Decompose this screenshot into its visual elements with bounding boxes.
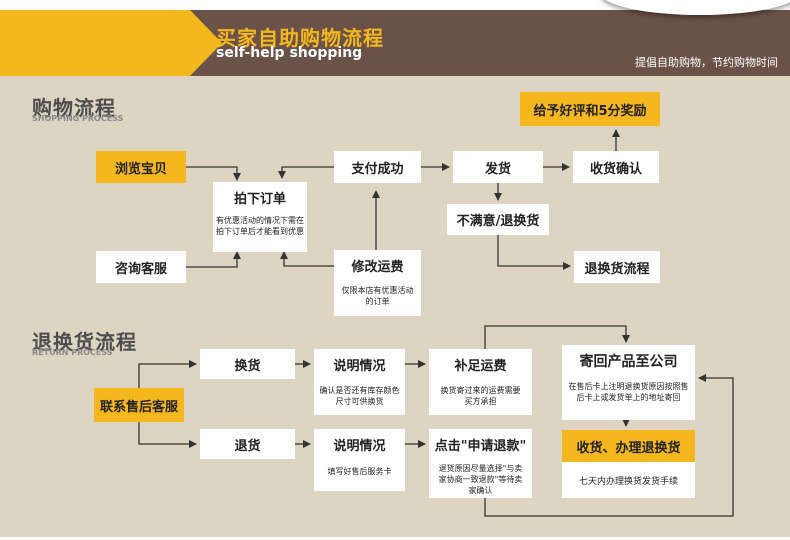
receive-process-box: 收货、办理退换货 bbox=[562, 430, 695, 462]
review-reward-box: 给予好评和5分奖励 bbox=[520, 92, 660, 126]
request-refund-box: 点击"申请退款" 退货原因尽量选择"与卖家协商一致退款"等待卖家确认 bbox=[429, 429, 532, 498]
exchange-box: 换货 bbox=[200, 349, 295, 379]
modify-shipping-box: 修改运费 仅限本店有优惠活动的订单 bbox=[334, 250, 421, 316]
place-order-box: 拍下订单 有优惠活动的情况下需在拍下订单后才能看到优惠 bbox=[213, 182, 307, 252]
place-order-note: 有优惠活动的情况下需在拍下订单后才能看到优惠 bbox=[216, 216, 304, 236]
returns-section-title: 退换货流程 bbox=[32, 330, 137, 354]
shopping-section-subtitle: SHOPPING PROCESS bbox=[32, 114, 124, 123]
place-order-label: 拍下订单 bbox=[233, 192, 286, 207]
receive-process-note: 七天内办理换货发货手续 bbox=[562, 462, 695, 498]
payment-success-box: 支付成功 bbox=[334, 151, 421, 183]
explain-exchange-label: 说明情况 bbox=[333, 359, 386, 374]
page-title: 买家自助购物流程 bbox=[216, 26, 384, 50]
pay-shipping-label: 补足运费 bbox=[454, 359, 507, 374]
return-process-box: 退换货流程 bbox=[574, 251, 660, 283]
browse-items-box: 浏览宝贝 bbox=[96, 151, 186, 183]
explain-exchange-note: 确认是否还有库存颜色尺寸可供换货 bbox=[319, 386, 400, 406]
consult-service-box: 咨询客服 bbox=[96, 251, 186, 283]
request-refund-note: 退货原因尽量选择"与卖家协商一致退款"等待卖家确认 bbox=[438, 464, 523, 495]
returns-section-subtitle: RETURN PROCESS bbox=[32, 348, 113, 357]
request-refund-label: 点击"申请退款" bbox=[434, 439, 527, 454]
pay-shipping-note: 换货寄过来的运费需要买方承担 bbox=[440, 386, 521, 406]
explain-exchange-box: 说明情况 确认是否还有库存颜色尺寸可供换货 bbox=[314, 349, 405, 415]
refund-box: 退货 bbox=[200, 429, 295, 459]
pay-shipping-box: 补足运费 换货寄过来的运费需要买方承担 bbox=[429, 349, 532, 415]
explain-refund-note: 填写好售后服务卡 bbox=[327, 467, 392, 476]
header-tagline: 提倡自助购物，节约购物时间 bbox=[635, 56, 778, 69]
confirm-receipt-box: 收货确认 bbox=[573, 151, 659, 183]
send-back-note: 在售后卡上注明退换货原因按照售后卡上或发货单上的地址寄回 bbox=[568, 382, 689, 402]
header-tab bbox=[0, 10, 222, 76]
page-subtitle: self-help shopping bbox=[216, 45, 363, 61]
explain-refund-label: 说明情况 bbox=[333, 439, 386, 454]
send-back-box: 寄回产品至公司 在售后卡上注明退换货原因按照售后卡上或发货单上的地址寄回 bbox=[562, 345, 695, 420]
ship-box: 发货 bbox=[453, 151, 543, 183]
unsatisfied-return-box: 不满意/退换货 bbox=[447, 204, 549, 235]
explain-refund-box: 说明情况 填写好售后服务卡 bbox=[314, 429, 405, 491]
contact-aftersales-box: 联系售后客服 bbox=[94, 388, 184, 422]
shopping-section-title: 购物流程 bbox=[32, 96, 116, 120]
send-back-label: 寄回产品至公司 bbox=[579, 354, 678, 370]
page-curl-decoration bbox=[600, 0, 790, 15]
modify-shipping-label: 修改运费 bbox=[351, 260, 404, 275]
modify-shipping-note: 仅限本店有优惠活动的订单 bbox=[341, 286, 414, 306]
